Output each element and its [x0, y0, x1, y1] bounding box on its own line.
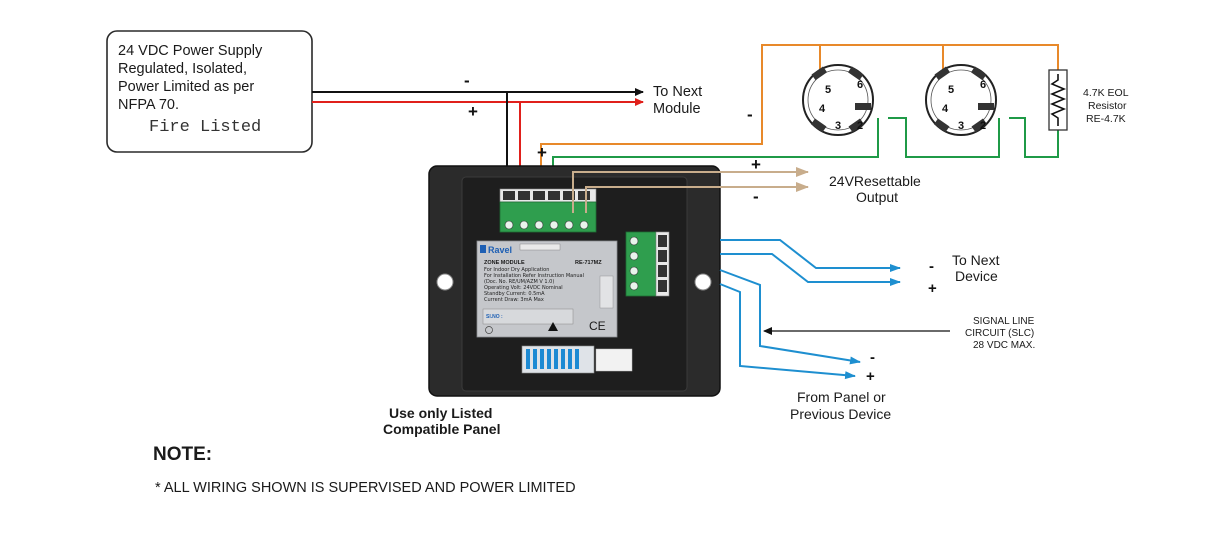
base-2-pin-3: 3 — [958, 120, 964, 132]
brand-name: Ravel — [488, 245, 512, 255]
base-1-terminal-3 — [810, 118, 827, 133]
base-1-terminal-5 — [811, 66, 828, 81]
right-terminal-block — [625, 231, 670, 297]
power-plus-symbol: + — [468, 102, 478, 121]
base-1-pin-3: 3 — [835, 120, 841, 132]
base-2-terminal-2 — [971, 118, 988, 133]
base-2-terminal-1 — [978, 103, 994, 110]
resettable-output-line-1: 24VResettable — [829, 173, 921, 189]
warning-triangle-icon — [548, 322, 558, 331]
base-1-terminal-2 — [848, 118, 865, 133]
note-title: NOTE: — [153, 444, 212, 465]
base-2-pin-4: 4 — [942, 103, 949, 115]
resistor-label-line-1: 4.7K EOL — [1083, 87, 1129, 99]
dip-switch — [521, 345, 633, 374]
module-spec-line-6: Current Draw: 3mA Max — [484, 297, 544, 303]
fire-listed-label: Fire Listed — [149, 118, 261, 137]
detector-base-1: 5 6 4 3 2 — [802, 64, 874, 136]
base-1-pin-4: 4 — [819, 103, 826, 115]
recycle-icon — [485, 326, 493, 334]
base-2-terminal-6 — [970, 66, 987, 81]
top-terminal-block — [499, 188, 597, 233]
power-minus-symbol: - — [464, 71, 470, 90]
serial-number-label: Sl.NO : — [486, 314, 503, 320]
output-minus-symbol: - — [753, 187, 759, 206]
slc-label-line-2: CIRCUIT (SLC) — [965, 328, 1034, 339]
base-1-terminal-1 — [855, 103, 871, 110]
slc-out-negative-wire — [720, 239, 901, 272]
next-device-plus-symbol: + — [928, 280, 937, 297]
eol-resistor — [1048, 69, 1068, 131]
module-spec-line-3: (Doc. No. RE/UM/AZM V 1.0) — [484, 279, 554, 285]
to-next-device-line-1: To Next — [952, 252, 1000, 268]
slc-label-line-3: 28 VDC MAX. — [973, 340, 1035, 351]
base-1-pin-2: 2 — [857, 120, 863, 132]
to-next-module-line-1: To Next — [653, 84, 702, 100]
module-spec-line-4: Operating Volt: 24VDC Nominal — [484, 285, 563, 291]
zone-module: Ravel ZONE MODULE RE-717MZ For Indoor Dr… — [428, 165, 721, 397]
output-plus-symbol: + — [751, 155, 761, 174]
power-supply-line-4: NFPA 70. — [118, 97, 179, 113]
resistor-icon — [1049, 74, 1067, 126]
module-title: ZONE MODULE — [484, 260, 525, 266]
power-wires — [312, 88, 644, 190]
base-2-pin-5: 5 — [948, 84, 954, 96]
base-2-terminal-5 — [934, 66, 951, 81]
from-panel-minus-symbol: - — [870, 349, 875, 366]
power-supply-box: 24 VDC Power Supply Regulated, Isolated,… — [106, 30, 313, 153]
loop-minus-symbol: - — [747, 105, 753, 124]
compatible-panel-line-1: Use only Listed — [389, 405, 492, 421]
power-supply-line-2: Regulated, Isolated, — [118, 61, 247, 77]
power-supply-line-3: Power Limited as per — [118, 79, 254, 95]
base-1-terminal-6 — [847, 66, 864, 81]
module-model: RE-717MZ — [575, 260, 602, 266]
to-next-device-line-2: Device — [955, 268, 998, 284]
slc-in-negative-wire — [719, 269, 861, 365]
slc-wires — [719, 239, 950, 380]
slc-in-positive-wire — [719, 283, 856, 380]
orange-wire-negative — [540, 44, 1059, 186]
base-1-pin-6: 6 — [857, 79, 863, 91]
resettable-output-wires — [572, 167, 809, 213]
module-label-plate: Ravel ZONE MODULE RE-717MZ For Indoor Dr… — [476, 240, 618, 338]
output-negative-wire — [585, 182, 809, 213]
slc-out-positive-wire — [720, 253, 901, 286]
from-panel-line-1: From Panel or — [797, 389, 886, 405]
ravel-logo-icon — [480, 245, 486, 253]
next-device-minus-symbol: - — [929, 258, 934, 275]
base-2-pin-2: 2 — [980, 120, 986, 132]
to-next-module-line-2: Module — [653, 101, 701, 117]
mounting-hole-right — [694, 273, 712, 291]
mounting-hole-left — [436, 273, 454, 291]
power-supply-line-1: 24 VDC Power Supply — [118, 43, 263, 59]
slc-label-line-1: SIGNAL LINE — [973, 316, 1035, 327]
from-panel-plus-symbol: + — [866, 368, 875, 385]
note-text: * ALL WIRING SHOWN IS SUPERVISED AND POW… — [155, 480, 576, 496]
from-panel-line-2: Previous Device — [790, 406, 891, 422]
compatible-panel-line-2: Compatible Panel — [383, 421, 500, 437]
base-1-pin-5: 5 — [825, 84, 831, 96]
green-wire-link — [888, 117, 1000, 158]
green-wire-eol — [1009, 117, 1059, 158]
base-2-pin-6: 6 — [980, 79, 986, 91]
resettable-output-line-2: Output — [856, 189, 898, 205]
module-spec-line-1: For Indoor Dry Application — [484, 267, 549, 273]
detector-base-2: 5 6 4 3 2 — [925, 64, 997, 136]
resistor-label-line-2: Resistor — [1088, 100, 1127, 112]
output-positive-wire — [572, 167, 809, 213]
module-spec-line-2: For Installation Refer Instruction Manua… — [484, 273, 584, 279]
resistor-label-line-3: RE-4.7K — [1086, 113, 1126, 125]
ce-mark: CE — [589, 319, 606, 333]
loop-plus-symbol: + — [537, 143, 547, 162]
base-2-terminal-3 — [933, 118, 950, 133]
module-spec-line-5: Standby Current: 0.5mA — [484, 291, 545, 297]
